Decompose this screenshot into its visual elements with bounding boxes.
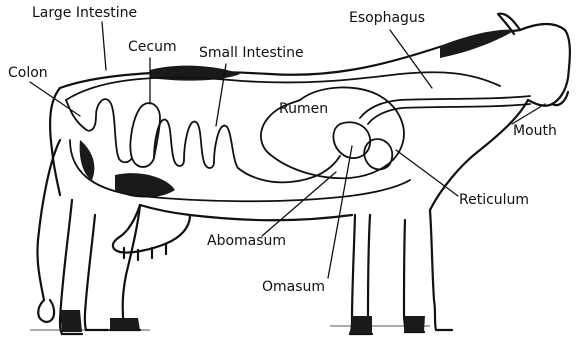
label-rumen: Rumen bbox=[279, 102, 328, 116]
label-reticulum: Reticulum bbox=[459, 193, 529, 207]
label-large-intestine: Large Intestine bbox=[32, 6, 137, 20]
label-abomasum: Abomasum bbox=[207, 234, 286, 248]
label-esophagus: Esophagus bbox=[349, 11, 425, 25]
label-colon: Colon bbox=[8, 66, 48, 80]
label-omasum: Omasum bbox=[262, 280, 325, 294]
abomasum-shape bbox=[238, 156, 340, 182]
colon-tube bbox=[66, 100, 84, 128]
label-mouth: Mouth bbox=[513, 124, 557, 138]
label-cecum: Cecum bbox=[128, 40, 177, 54]
small-intestine-coils bbox=[154, 120, 238, 168]
large-intestine-coils bbox=[84, 99, 132, 162]
label-small-intestine: Small Intestine bbox=[199, 46, 304, 60]
